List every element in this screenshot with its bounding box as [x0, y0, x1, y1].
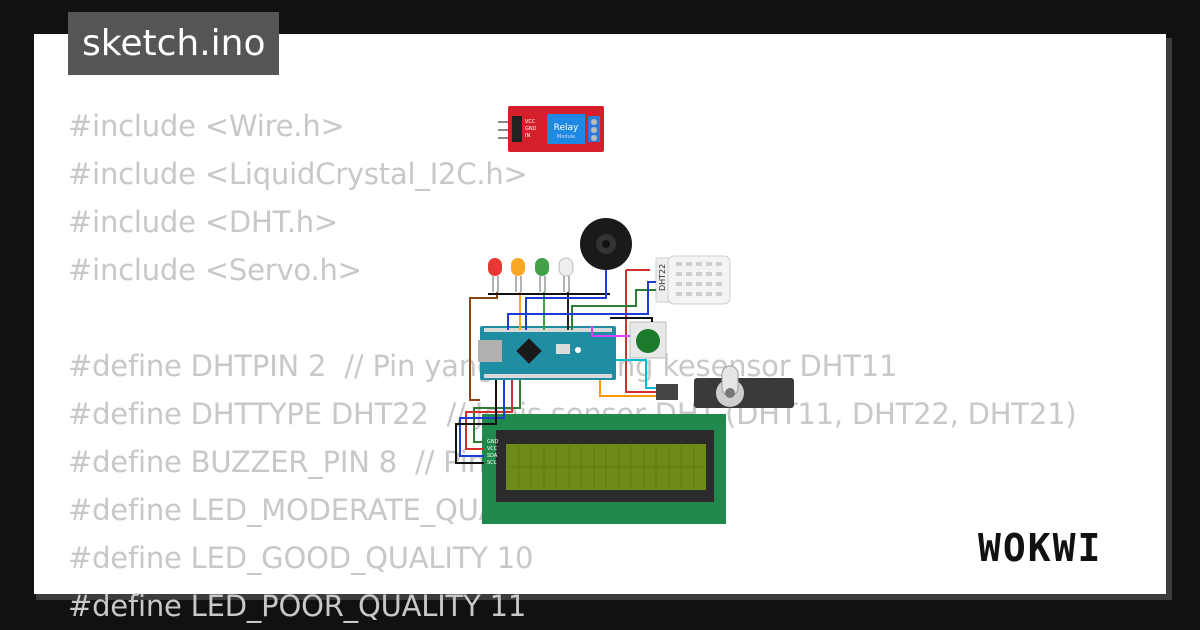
led-yellow — [511, 258, 525, 292]
lcd-pin-label: SDA — [487, 453, 498, 459]
relay-title: Relay — [554, 123, 579, 133]
servo-motor — [656, 365, 794, 408]
relay-subtitle: Module — [557, 134, 575, 140]
led-green — [535, 258, 549, 292]
relay-pin-label: VCC — [525, 119, 536, 125]
dht-label: DHT22 — [658, 264, 667, 291]
code-preview: #include <Wire.h> #include <LiquidCrysta… — [68, 102, 1077, 630]
lcd-pin-label: SCL — [487, 460, 497, 466]
code-line: #define LED_GOOD_QUALITY 10 — [68, 541, 534, 575]
lcd-pin-label: GND — [487, 439, 499, 445]
code-line: #define LED_POOR_QUALITY 11 — [68, 589, 527, 623]
code-line: #define DHTTYPE DHT22 // Jenis sensor DH… — [68, 397, 1077, 431]
arduino-nano — [478, 326, 616, 380]
code-line: #include <Wire.h> — [68, 109, 345, 143]
lcd-display: GND VCC SDA SCL — [482, 414, 726, 524]
led-white — [558, 257, 574, 292]
led-red — [488, 258, 502, 292]
file-title[interactable]: sketch.ino — [68, 12, 280, 75]
wokwi-logo[interactable]: WOKWI — [978, 526, 1103, 570]
code-line: #include <Servo.h> — [68, 253, 362, 287]
relay-pin-label: IN — [525, 133, 530, 139]
code-line: #include <LiquidCrystal_I2C.h> — [68, 157, 528, 191]
relay-pin-label: GND — [525, 126, 537, 132]
wires — [455, 269, 656, 464]
relay-module: VCC GND IN Relay Module — [498, 106, 604, 152]
buzzer — [580, 218, 632, 270]
push-button — [629, 321, 667, 359]
dht22-sensor: DHT22 — [655, 255, 731, 305]
code-line: #include <DHT.h> — [68, 205, 338, 239]
lcd-pin-label: VCC — [487, 446, 498, 452]
